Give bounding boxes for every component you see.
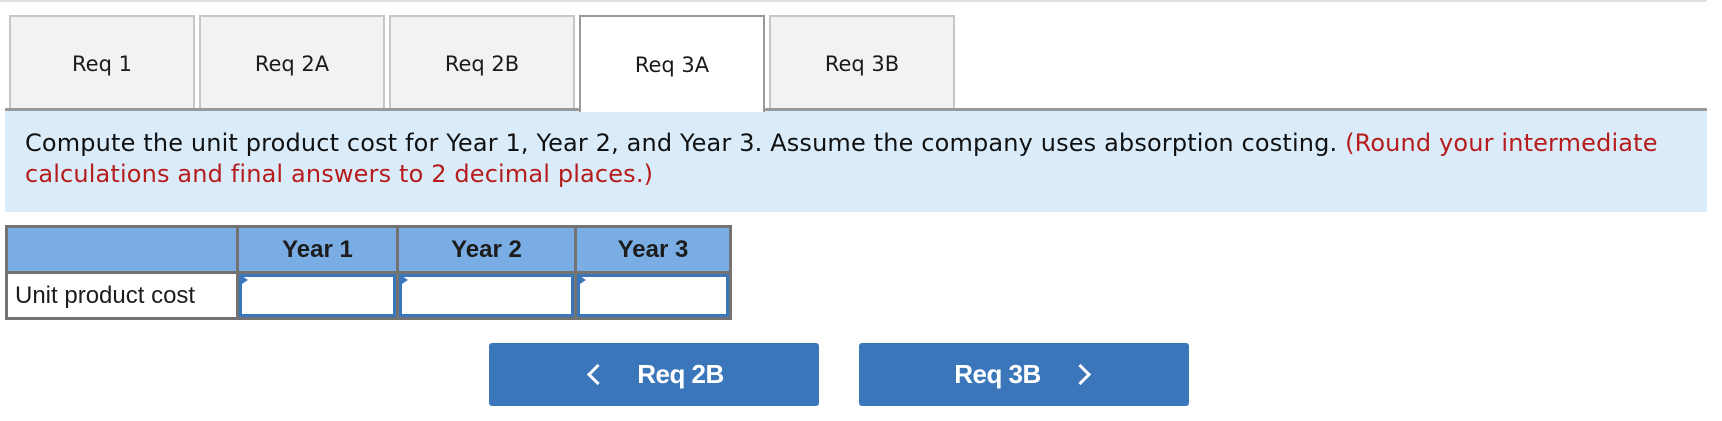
- instruction-panel: Compute the unit product cost for Year 1…: [5, 111, 1707, 212]
- tab-req-1[interactable]: Req 1: [9, 15, 195, 110]
- chevron-right-icon: [1069, 363, 1091, 386]
- tab-req-2b[interactable]: Req 2B: [389, 15, 575, 110]
- year-2-cell: [396, 271, 577, 320]
- tab-req-2a[interactable]: Req 2A: [199, 15, 385, 110]
- prev-req-2b-button[interactable]: Req 2B: [489, 343, 819, 406]
- header-blank: [5, 225, 239, 274]
- table-row: Unit product cost: [5, 271, 732, 320]
- chevron-left-icon: [587, 363, 609, 386]
- input-flag-icon: [577, 274, 586, 286]
- header-year-3: Year 3: [574, 225, 732, 274]
- header-year-2: Year 2: [396, 225, 577, 274]
- table-header-row: Year 1 Year 2 Year 3: [5, 225, 732, 274]
- year-2-input-box: [399, 274, 574, 317]
- tab-req-3a[interactable]: Req 3A: [579, 15, 765, 112]
- next-req-3b-button[interactable]: Req 3B: [859, 343, 1189, 406]
- unit-product-cost-year-2-input[interactable]: [402, 277, 571, 314]
- rounding-note: (Round your intermediate calculations an…: [25, 129, 1658, 188]
- tab-bar-underline: [5, 108, 1707, 111]
- tab-req-3b[interactable]: Req 3B: [769, 15, 955, 110]
- row-label-unit-product-cost: Unit product cost: [5, 271, 239, 320]
- answer-table: Year 1 Year 2 Year 3 Unit product cost: [5, 225, 732, 320]
- input-flag-icon: [239, 274, 248, 286]
- next-button-label: Req 3B: [954, 359, 1041, 389]
- top-divider: [0, 0, 1707, 2]
- year-1-input-box: [239, 274, 396, 317]
- instruction-text: Compute the unit product cost for Year 1…: [25, 129, 1338, 157]
- prev-button-label: Req 2B: [637, 359, 724, 389]
- input-flag-icon: [399, 274, 408, 286]
- header-year-1: Year 1: [236, 225, 399, 274]
- year-3-input-box: [577, 274, 729, 317]
- unit-product-cost-year-3-input[interactable]: [580, 277, 726, 314]
- year-3-cell: [574, 271, 732, 320]
- unit-product-cost-year-1-input[interactable]: [242, 277, 393, 314]
- year-1-cell: [236, 271, 399, 320]
